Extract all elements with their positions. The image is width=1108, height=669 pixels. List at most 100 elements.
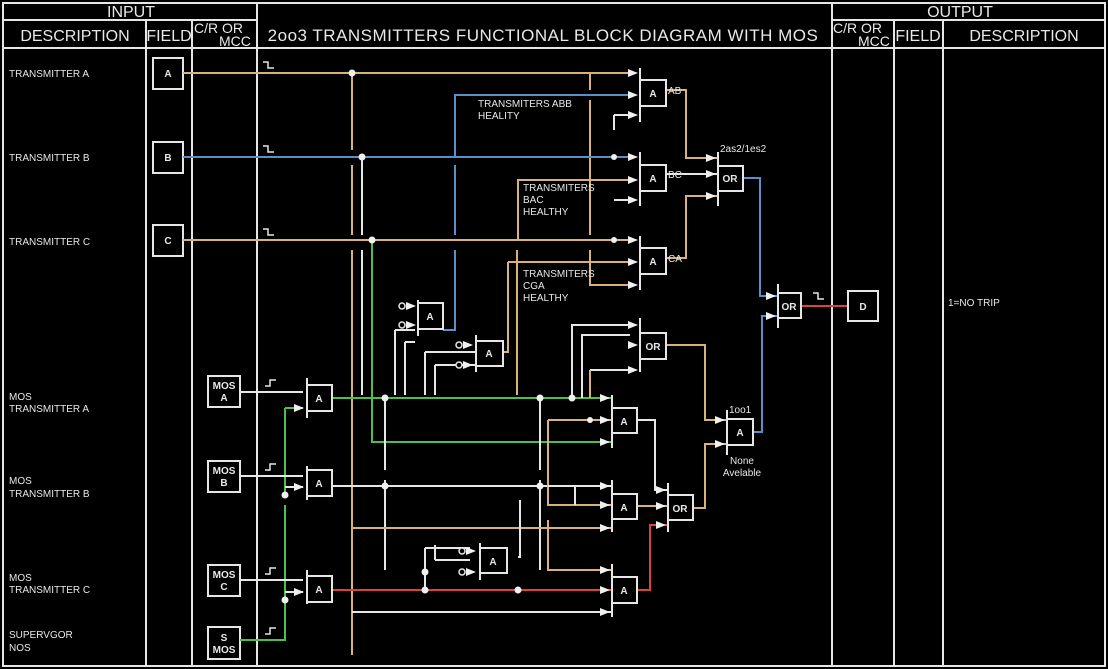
gate-or-final[interactable]	[777, 284, 802, 328]
step-icon	[265, 379, 276, 387]
inverter-icon	[455, 361, 463, 369]
gate-and-inv-2-type: A	[485, 349, 492, 360]
gate-and-bc-label: BC	[668, 170, 682, 181]
mos-box-b-line1: MOS	[213, 466, 236, 477]
gate-and-inverted-2[interactable]	[475, 335, 504, 372]
gate-and-ab-type: A	[649, 89, 656, 100]
gate-and-mid-1-type: A	[620, 417, 627, 428]
mos-box-b-line2: B	[220, 478, 227, 489]
mos-box-a-line2: A	[220, 393, 227, 404]
gate-and-ca-label: CA	[668, 254, 682, 265]
inverter-icon	[458, 547, 466, 555]
annotation-healthy-bc-1: TRANSMITERS	[523, 183, 595, 194]
inverter-icon	[398, 321, 406, 329]
step-icon	[263, 61, 274, 69]
annotation-healthy-bc-2: BAC	[523, 195, 544, 206]
mos-box-a-line1: MOS	[213, 381, 236, 392]
gate-and-ca[interactable]	[639, 236, 667, 290]
field-box-a-label: A	[164, 69, 171, 80]
output-field-box-d[interactable]: D	[847, 290, 879, 322]
gate-and-mid-2-type: A	[620, 503, 627, 514]
input-desc-mos-b-1: MOS	[9, 476, 32, 487]
gate-and-1oo1[interactable]	[726, 410, 754, 455]
gate-or-mos[interactable]	[639, 318, 667, 372]
inverter-icon	[458, 568, 466, 576]
gate-or-2oo2-label: 2as2/1es2	[720, 144, 767, 155]
gate-or-final-type: OR	[782, 302, 798, 313]
mos-box-c[interactable]: MOS C	[207, 564, 241, 597]
output-field-box-d-label: D	[859, 302, 866, 313]
gate-or-2oo2-type: OR	[723, 174, 739, 185]
step-icon	[265, 463, 276, 471]
mos-box-b[interactable]: MOS B	[207, 460, 241, 493]
diagram-title: 2oo3 TRANSMITTERS FUNCTIONAL BLOCK DIAGR…	[268, 26, 819, 45]
gate-input-arrows	[294, 69, 776, 616]
gate-and-ab[interactable]	[639, 68, 667, 122]
field-box-c[interactable]: C	[152, 224, 184, 257]
gate-and-inv-3-type: A	[489, 557, 496, 568]
input-desc-mos-a-2: TRANSMITTER A	[9, 404, 89, 415]
gate-and-mid-2[interactable]	[611, 480, 638, 532]
input-desc-mos-c-2: TRANSMITTER C	[9, 585, 90, 596]
gate-and-bc-type: A	[649, 174, 656, 185]
col-input-field: FIELD	[146, 28, 191, 45]
field-box-b-label: B	[164, 153, 171, 164]
step-icon	[265, 567, 276, 575]
col-output-description: DESCRIPTION	[969, 28, 1078, 45]
gates	[306, 68, 802, 617]
inverter-icon	[398, 302, 406, 310]
gate-and-mos-b-type: A	[315, 479, 322, 490]
mos-box-c-line2: C	[220, 582, 227, 593]
wires	[183, 72, 848, 655]
gate-and-mos-a[interactable]	[306, 378, 333, 418]
annotation-none-available-1: None	[730, 456, 754, 467]
col-output-field: FIELD	[895, 28, 940, 45]
field-box-c-label: C	[164, 236, 171, 247]
col-output-cr: C/R OR	[833, 20, 882, 36]
step-icon	[263, 228, 274, 236]
input-desc-supervisor-1: SUPERVGOR	[9, 630, 73, 641]
gate-and-mos-c-type: A	[315, 585, 322, 596]
gate-and-ca-type: A	[649, 257, 656, 268]
mos-box-a[interactable]: MOS A	[207, 375, 241, 408]
input-header: INPUT	[107, 4, 155, 21]
mos-box-supervisor[interactable]: S MOS	[207, 626, 241, 660]
gate-and-inverted-3[interactable]	[479, 543, 508, 580]
gate-and-bottom[interactable]	[611, 564, 638, 617]
signal-step-icons	[263, 61, 824, 635]
gate-and-bottom-type: A	[620, 586, 627, 597]
field-box-b[interactable]: B	[152, 141, 184, 174]
gate-and-1oo1-type: A	[736, 428, 743, 439]
gate-and-bc[interactable]	[639, 152, 667, 206]
col-input-mcc: MCC	[219, 33, 251, 49]
input-desc-mos-c-1: MOS	[9, 573, 32, 584]
step-icon	[813, 292, 824, 300]
input-desc-supervisor-2: NOS	[9, 643, 31, 654]
gate-and-mid-1[interactable]	[611, 395, 638, 448]
inverter-icon	[455, 341, 463, 349]
output-header: OUTPUT	[927, 4, 993, 21]
mos-box-s-line2: MOS	[213, 645, 236, 656]
gate-or-2oo2[interactable]	[717, 152, 744, 206]
gate-and-inverted-1[interactable]	[417, 300, 444, 336]
step-icon	[265, 627, 276, 635]
gate-or-mid[interactable]	[667, 483, 694, 532]
annotation-healthy-ab-2: HEALITY	[478, 111, 520, 122]
gate-and-1oo1-label: 1oo1	[729, 405, 752, 416]
annotation-healthy-ca-2: CGA	[523, 281, 545, 292]
gate-and-inv-1-type: A	[426, 312, 433, 323]
step-icon	[263, 145, 274, 153]
col-output-mcc: MCC	[858, 33, 890, 49]
annotation-healthy-ca-1: TRANSMITERS	[523, 269, 595, 280]
annotation-healthy-bc-3: HEALTHY	[523, 207, 569, 218]
gate-and-mos-b[interactable]	[306, 466, 333, 500]
gate-or-mid-type: OR	[673, 504, 689, 515]
input-desc-mos-a-1: MOS	[9, 392, 32, 403]
gate-and-ab-label: AB	[668, 86, 682, 97]
field-box-a[interactable]: A	[152, 57, 184, 90]
annotation-healthy-ca-3: HEALTHY	[523, 293, 569, 304]
annotation-healthy-ab-1: TRANSMITERS ABB	[478, 99, 572, 110]
gate-and-mos-c[interactable]	[306, 570, 333, 604]
